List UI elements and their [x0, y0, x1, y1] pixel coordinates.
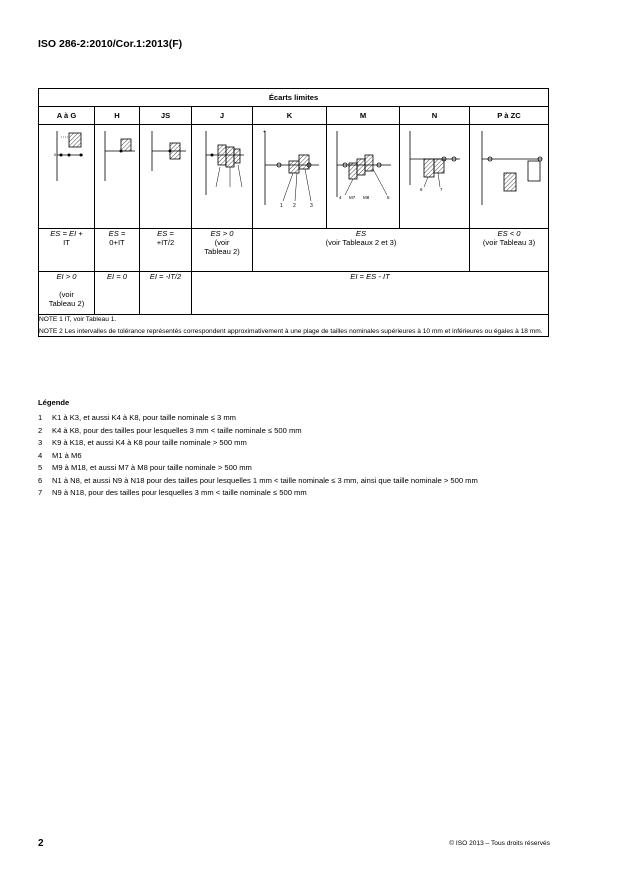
figure-h — [94, 124, 140, 229]
column-header: K — [252, 106, 327, 125]
column-header: J — [191, 106, 253, 125]
figure-k: + 1 2 3 — [252, 124, 327, 229]
figure-p-to-zc — [468, 124, 550, 229]
svg-text:1: 1 — [280, 203, 283, 209]
es-h: ES =0+IT — [94, 228, 140, 272]
tolerance-diagram-m: 4 M7 M8 5 — [336, 131, 391, 200]
note-1: NOTE 1 IT, voir Tableau 1. — [39, 316, 117, 323]
figure-m: 4 M7 M8 5 — [326, 124, 400, 229]
svg-text:2: 2 — [293, 203, 296, 209]
ei-js: EI = -IT/2 — [139, 271, 192, 315]
tolerance-diagram-k: + 1 2 3 — [263, 129, 319, 209]
column-header-row: A à G H JS J K M N P à ZC — [38, 106, 550, 125]
es-p-to-zc: ES < 0(voir Tableau 3) — [468, 228, 550, 272]
svg-text:5: 5 — [387, 195, 390, 200]
legend-title: Légende — [38, 398, 70, 407]
figure-row: 0 — [38, 124, 550, 229]
svg-text:7: 7 — [440, 187, 443, 192]
tolerance-diagram-h — [104, 131, 135, 181]
es-row: ES = EI +IT ES =0+IT ES =+IT/2 ES > 0(vo… — [38, 228, 550, 272]
document-header: ISO 286-2:2010/Cor.1:2013(F) — [38, 38, 183, 50]
tolerance-diagram-a-g: 0 — [54, 131, 83, 181]
table-notes: NOTE 1 IT, voir Tableau 1. NOTE 2 Les in… — [37, 314, 550, 337]
ei-h: EI = 0 — [94, 271, 140, 315]
svg-text:3: 3 — [310, 203, 313, 209]
note-2: NOTE 2 Les intervalles de tolérance repr… — [39, 328, 543, 335]
ei-rest: EI = ES - IT — [190, 271, 550, 315]
notes-row: NOTE 1 IT, voir Tableau 1. NOTE 2 Les in… — [37, 314, 550, 337]
svg-text:4: 4 — [339, 195, 342, 200]
figure-a-to-g: 0 — [38, 124, 95, 229]
tolerance-diagram-js — [151, 131, 186, 171]
svg-text:6: 6 — [420, 187, 423, 192]
page-number: 2 — [38, 838, 44, 849]
column-header: P à ZC — [468, 106, 550, 125]
tolerance-diagram-n: 6 7 — [409, 131, 460, 192]
figure-js — [139, 124, 192, 229]
svg-text:M7: M7 — [349, 195, 356, 200]
tolerance-diagram-j — [205, 131, 244, 195]
column-header: N — [399, 106, 470, 125]
column-header: M — [326, 106, 400, 125]
es-k-m-n: ES(voir Tableaux 2 et 3) — [252, 228, 470, 272]
es-js: ES =+IT/2 — [139, 228, 192, 272]
table-title: Écarts limites — [37, 88, 550, 107]
figure-n: 6 7 — [399, 124, 470, 229]
copyright: © ISO 2013 – Tous droits réservés — [449, 840, 550, 847]
column-header: JS — [139, 106, 192, 125]
es-a-to-g: ES = EI +IT — [38, 228, 95, 272]
figure-j — [191, 124, 253, 229]
tolerance-diagram-p-zc — [481, 131, 543, 205]
column-header: A à G — [38, 106, 95, 125]
svg-text:M8: M8 — [363, 195, 370, 200]
svg-text:+: + — [263, 129, 266, 135]
column-header: H — [94, 106, 140, 125]
svg-text:0: 0 — [54, 152, 57, 157]
limit-deviations-table: Écarts limites A à G H JS J K M N P à ZC… — [37, 88, 550, 337]
